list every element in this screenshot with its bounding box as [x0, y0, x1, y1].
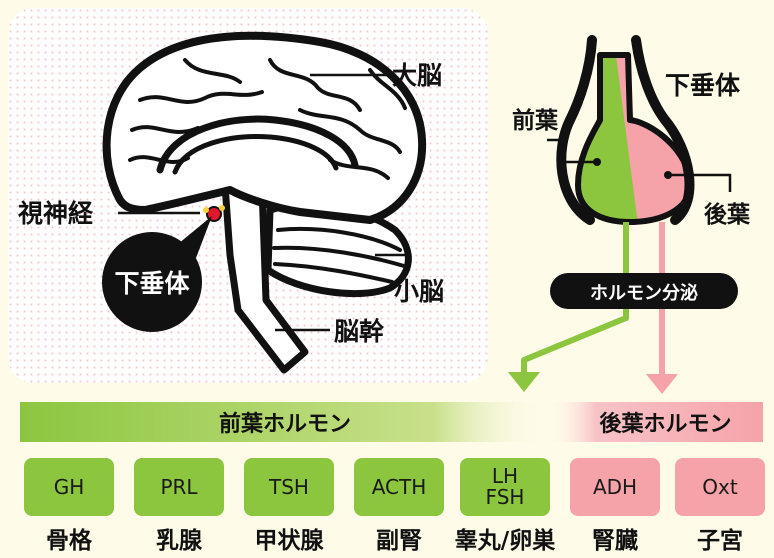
label-anterior: 前葉	[512, 107, 559, 134]
target-skeleton: 骨格	[46, 528, 92, 554]
posterior-bar-label: 後葉ホルモン	[599, 412, 732, 437]
hormone-fsh: FSH	[485, 485, 525, 509]
target-mammary: 乳腺	[156, 528, 202, 554]
target-thyroid: 甲状腺	[254, 528, 324, 554]
pituitary-bubble	[102, 232, 202, 332]
label-cerebellum: 小脳	[394, 277, 444, 306]
target-adrenal: 副腎	[376, 528, 422, 554]
pituitary-leader-lines	[547, 138, 732, 192]
anterior-bar	[20, 402, 550, 442]
target-kidney: 腎臓	[592, 528, 638, 554]
label-optic-nerve: 視神経	[18, 199, 94, 228]
label-pituitary-title: 下垂体	[665, 71, 741, 100]
label-cerebrum: 大脳	[392, 61, 442, 90]
posterior-bar	[548, 402, 763, 442]
label-secretion: ホルモン分泌	[590, 282, 698, 304]
hormone-lh-fsh: LH FSH	[460, 458, 550, 516]
hormone-prl: PRL	[134, 458, 224, 516]
label-posterior: 後葉	[704, 201, 751, 228]
hormone-adh: ADH	[570, 458, 660, 516]
target-uterus: 子宮	[697, 528, 743, 554]
hormone-oxt: Oxt	[675, 458, 765, 516]
brain-leader-lines	[118, 73, 410, 332]
brain-illustration	[102, 31, 427, 374]
hormone-lh: LH	[491, 464, 519, 488]
anterior-bar-label: 前葉ホルモン	[218, 412, 351, 437]
secretion-pill	[550, 273, 738, 309]
hormone-acth: ACTH	[354, 458, 444, 516]
label-brainstem: 脳幹	[334, 317, 385, 346]
label-pituitary-bubble: 下垂体	[114, 269, 190, 298]
hormone-tsh: TSH	[244, 458, 334, 516]
target-gonads: 睾丸/卵巣	[454, 528, 556, 554]
pituitary-bubble-tail	[178, 216, 212, 258]
hormone-gh: GH	[24, 458, 114, 516]
